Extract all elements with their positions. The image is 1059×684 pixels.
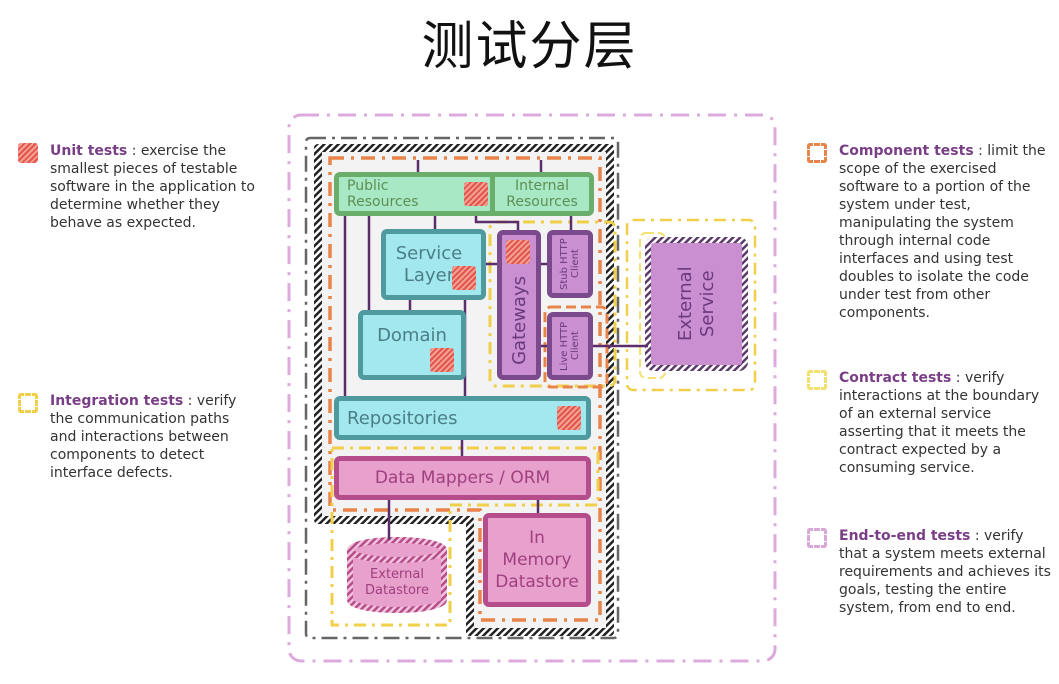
legend-desc: : exercise the smallest pieces of testab… [50, 143, 255, 231]
data-mappers-box: Data Mappers / ORM [334, 456, 591, 500]
integration-boundary-gateways [488, 220, 617, 388]
external-service-box: External Service [674, 266, 718, 342]
stub-http-client-box: Stub HTTP Client [547, 230, 593, 298]
legend-name: End-to-end tests [839, 528, 971, 544]
legend-component-tests: Component tests : limit the scope of the… [807, 142, 1057, 332]
external-datastore-box: External Datastore [365, 567, 429, 598]
end-to-end-boundary [287, 113, 777, 663]
legend-contract-tests: Contract tests : verify interactions at … [807, 369, 1057, 479]
integration-boundary-datastore [330, 446, 600, 627]
end-to-end-dashed-square-icon [807, 528, 827, 548]
legend-unit-tests: Unit tests : exercise the smallest piece… [18, 142, 268, 242]
public-resources-box: Public Resources [334, 172, 494, 216]
legend-desc: : verify the communication paths and int… [50, 393, 237, 481]
legend-name: Component tests [839, 143, 974, 159]
system-boundary [304, 136, 620, 640]
in-memory-datastore-box: In Memory Datastore [483, 513, 591, 607]
legend-desc: : verify that a system meets external re… [839, 528, 1051, 616]
page-title: 测试分层 [421, 17, 638, 77]
legend-name: Unit tests [50, 143, 128, 159]
domain-box: Domain [358, 310, 466, 380]
legend-desc: : verify interactions at the boundary of… [839, 370, 1040, 476]
external-datastore-cylinder [347, 537, 447, 613]
legend-desc: : limit the scope of the exercised softw… [839, 143, 1046, 321]
gateways-box: Gateways [497, 230, 541, 380]
integration-dashed-square-icon [18, 393, 38, 413]
unit-test-marker [464, 182, 488, 206]
internal-resources-box: Internal Resources [490, 172, 594, 216]
legend-end-to-end-tests: End-to-end tests : verify that a system … [807, 527, 1057, 647]
component-boundary [328, 156, 602, 622]
contract-dashed-square-icon [807, 370, 827, 390]
unit-test-marker [506, 240, 530, 264]
contract-boundary [625, 218, 757, 392]
unit-test-marker [557, 406, 581, 430]
legend-integration-tests: Integration tests : verify the communica… [18, 392, 268, 492]
external-service-hatched-border [645, 237, 748, 371]
component-dashed-square-icon [807, 143, 827, 163]
repositories-box: Repositories [334, 396, 591, 440]
live-http-client-box: Live HTTP Client [547, 312, 593, 380]
unit-test-marker [430, 348, 454, 372]
legend-name: Integration tests [50, 393, 184, 409]
legend-name: Contract tests [839, 370, 952, 386]
unit-test-marker [452, 266, 476, 290]
unit-test-hatched-icon [18, 143, 38, 163]
